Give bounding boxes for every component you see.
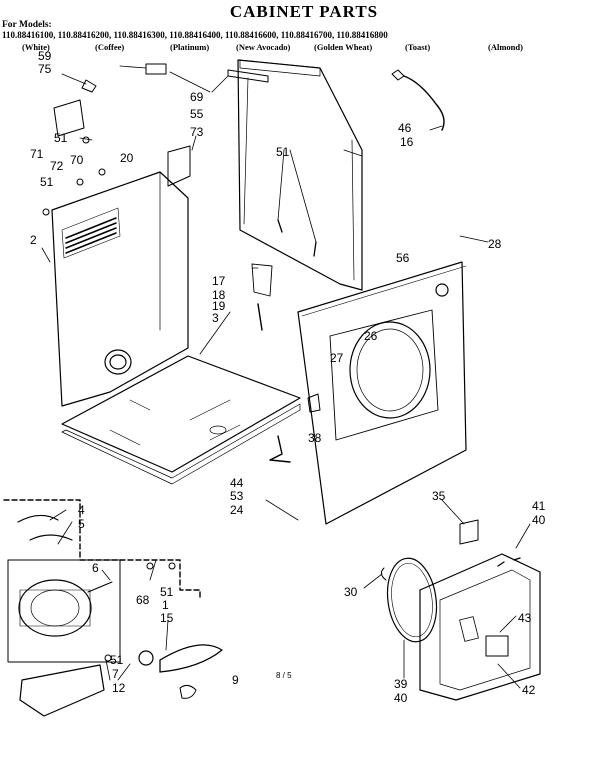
callout-56: 56 [396, 251, 410, 265]
callout-6: 6 [92, 561, 99, 575]
callout-40b: 40 [394, 691, 408, 705]
callout-16: 16 [400, 135, 414, 149]
callout-5: 5 [78, 517, 85, 531]
callout-3: 3 [212, 311, 219, 325]
leader-lines [41, 65, 531, 689]
callout-75: 75 [38, 62, 52, 76]
callout-69: 69 [190, 90, 204, 104]
callout-51: 51 [54, 131, 68, 145]
callout-26: 26 [364, 329, 378, 343]
callout-40: 40 [532, 513, 546, 527]
callout-9: 9 [232, 673, 239, 687]
drive-pulley [138, 650, 154, 666]
color-almond: (Almond) [488, 42, 523, 52]
models-label: For Models: [2, 20, 52, 30]
callout-51b: 51 [40, 175, 54, 189]
callout-38: 38 [308, 431, 322, 445]
callout-70: 70 [70, 153, 84, 167]
callout-17: 17 [212, 274, 226, 288]
color-golden-wheat: (Golden Wheat) [314, 42, 373, 52]
callout-4: 4 [78, 503, 85, 517]
callout-39: 39 [394, 677, 408, 691]
callout-46: 46 [398, 121, 412, 135]
base-panel [61, 355, 301, 485]
callout-12: 12 [112, 681, 126, 695]
callout-53: 53 [230, 489, 244, 503]
callout-35: 35 [432, 489, 446, 503]
page-mark: 8 / 5 [276, 671, 292, 680]
callout-30: 30 [344, 585, 358, 599]
callout-51c: 51 [276, 145, 290, 159]
motor-inset [3, 499, 201, 717]
callout-42: 42 [522, 683, 536, 697]
callout-27: 27 [330, 351, 344, 365]
callout-1: 1 [162, 598, 169, 612]
callout-59: 59 [38, 49, 52, 63]
color-coffee: (Coffee) [95, 42, 125, 52]
callouts: 59 75 69 55 73 51 71 70 72 20 51 2 51 16… [30, 49, 546, 705]
callout-15: 15 [160, 611, 174, 625]
callout-51d: 51 [160, 585, 174, 599]
callout-19: 19 [212, 299, 226, 313]
callout-20: 20 [120, 151, 134, 165]
color-platinum: (Platinum) [170, 42, 210, 52]
page-title: CABINET PARTS [229, 2, 379, 21]
hardware [42, 63, 521, 699]
callout-72: 72 [50, 159, 64, 173]
callout-28: 28 [488, 237, 502, 251]
callout-71: 71 [30, 147, 44, 161]
drive-belt [159, 644, 223, 673]
callout-44: 44 [230, 476, 244, 490]
callout-24: 24 [230, 503, 244, 517]
callout-7: 7 [112, 667, 119, 681]
callout-2: 2 [30, 233, 37, 247]
model-numbers: 110.88416100, 110.88416200, 110.88416300… [2, 30, 388, 40]
callout-41: 41 [532, 499, 546, 513]
callout-68: 68 [136, 593, 150, 607]
callout-55: 55 [190, 107, 204, 121]
callout-73: 73 [190, 125, 204, 139]
callout-18: 18 [212, 288, 226, 302]
rear-bulkhead [386, 553, 541, 701]
top-panel [237, 59, 363, 291]
side-panel [51, 171, 189, 407]
color-white: (White) [22, 42, 50, 52]
color-new-avocado: (New Avocado) [236, 42, 291, 52]
callout-43: 43 [518, 611, 532, 625]
color-toast: (Toast) [405, 42, 431, 52]
callout-51e: 51 [110, 653, 124, 667]
front-panel [297, 261, 467, 525]
